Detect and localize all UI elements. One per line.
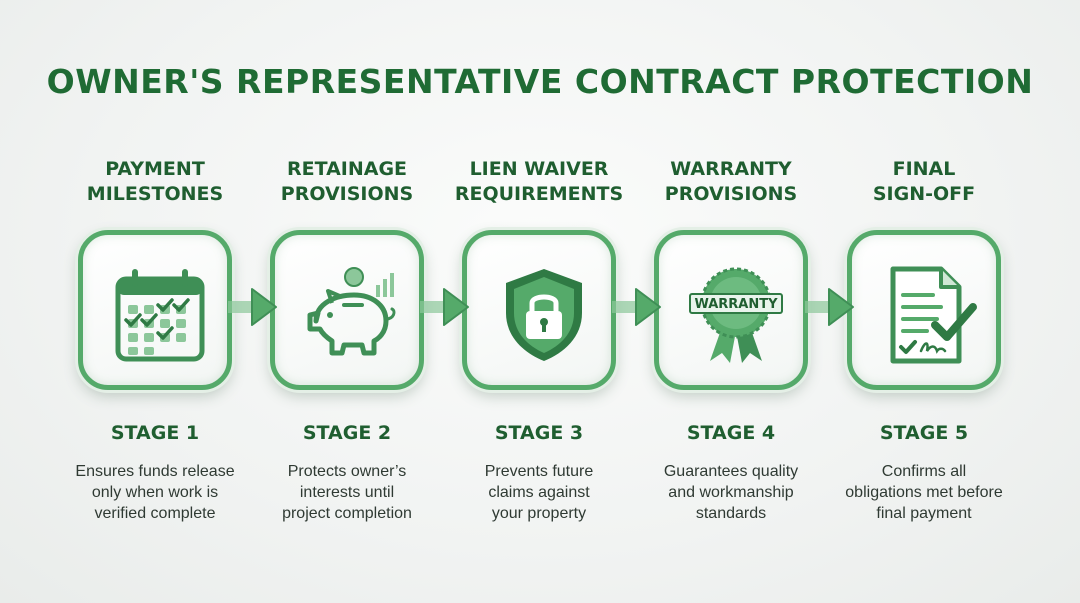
stage-2-title: RETAINAGE PROVISIONS bbox=[252, 157, 442, 207]
stage-3-card bbox=[462, 230, 616, 390]
stage-2-description: Protects owner’s interests until project… bbox=[252, 461, 442, 524]
stage-2-title-line-1: RETAINAGE bbox=[286, 158, 408, 180]
stage-5-card bbox=[847, 230, 1001, 390]
stage-3-desc-line-3: your property bbox=[491, 505, 587, 522]
stage-4-title-line-1: WARRANTY bbox=[670, 158, 792, 180]
stage-3-desc-line-2: claims against bbox=[488, 484, 590, 501]
stage-2-desc-line-3: project completion bbox=[282, 505, 412, 522]
stage-1-label: STAGE 1 bbox=[110, 422, 200, 444]
stage-1-title: PAYMENT MILESTONES bbox=[60, 157, 250, 207]
stage-3-title-line-2: REQUIREMENTS bbox=[454, 183, 624, 205]
stage-2-title-line-2: PROVISIONS bbox=[280, 183, 414, 205]
warranty-badge-text: WARRANTY bbox=[694, 297, 778, 312]
stage-5-title-line-2: SIGN-OFF bbox=[872, 183, 976, 205]
stage-3-desc-line-1: Prevents future bbox=[484, 463, 594, 480]
stage-3-title: LIEN WAIVER REQUIREMENTS bbox=[444, 157, 634, 207]
shield-lock-icon bbox=[506, 269, 582, 361]
calendar-checkmarks-icon bbox=[115, 269, 205, 362]
stage-4-desc-line-1: Guarantees quality bbox=[663, 463, 799, 480]
stage-2-card bbox=[270, 230, 424, 390]
arrow-right-icon bbox=[612, 288, 661, 326]
stage-5-title: FINAL SIGN-OFF bbox=[829, 157, 1019, 207]
stage-3-description: Prevents future claims against your prop… bbox=[444, 461, 634, 524]
arrow-right-icon bbox=[805, 288, 854, 326]
stage-5-label: STAGE 5 bbox=[879, 422, 969, 444]
stage-1-desc-line-2: only when work is bbox=[91, 484, 219, 501]
stage-2-desc-line-1: Protects owner’s bbox=[287, 463, 407, 480]
stage-4-desc-line-3: standards bbox=[695, 505, 767, 522]
stage-3-title-line-1: LIEN WAIVER bbox=[469, 158, 609, 180]
stage-4-label: STAGE 4 bbox=[686, 422, 776, 444]
signed-document-icon bbox=[890, 266, 977, 364]
stage-2-desc-line-2: interests until bbox=[299, 484, 395, 501]
stage-1-desc-line-1: Ensures funds release bbox=[75, 463, 235, 480]
stage-5-desc-line-2: obligations met before bbox=[845, 484, 1003, 501]
stage-1-description: Ensures funds release only when work is … bbox=[60, 461, 250, 524]
stage-5-desc-line-3: final payment bbox=[876, 505, 972, 522]
stage-1-desc-line-3: verified complete bbox=[94, 505, 216, 522]
stage-5-desc-line-1: Confirms all bbox=[881, 463, 967, 480]
stage-2-label: STAGE 2 bbox=[302, 422, 392, 444]
stage-5-title-line-1: FINAL bbox=[892, 158, 956, 180]
stage-4-title: WARRANTY PROVISIONS bbox=[636, 157, 826, 207]
arrow-right-icon bbox=[228, 288, 277, 326]
stage-4-title-line-2: PROVISIONS bbox=[664, 183, 798, 205]
arrow-right-icon bbox=[420, 288, 469, 326]
warranty-badge-icon: WARRANTY bbox=[689, 267, 783, 363]
stage-4-card: WARRANTY bbox=[654, 230, 808, 390]
stage-1-title-line-1: PAYMENT bbox=[105, 158, 205, 180]
stage-1-title-line-2: MILESTONES bbox=[86, 183, 224, 205]
stage-1-card bbox=[78, 230, 232, 390]
page-title: OWNER'S REPRESENTATIVE CONTRACT PROTECTI… bbox=[46, 62, 1034, 101]
stage-4-desc-line-2: and workmanship bbox=[668, 484, 794, 501]
piggy-bank-icon bbox=[307, 267, 396, 356]
stage-3-label: STAGE 3 bbox=[494, 422, 584, 444]
stage-4-description: Guarantees quality and workmanship stand… bbox=[636, 461, 826, 524]
stage-5-description: Confirms all obligations met before fina… bbox=[829, 461, 1019, 524]
